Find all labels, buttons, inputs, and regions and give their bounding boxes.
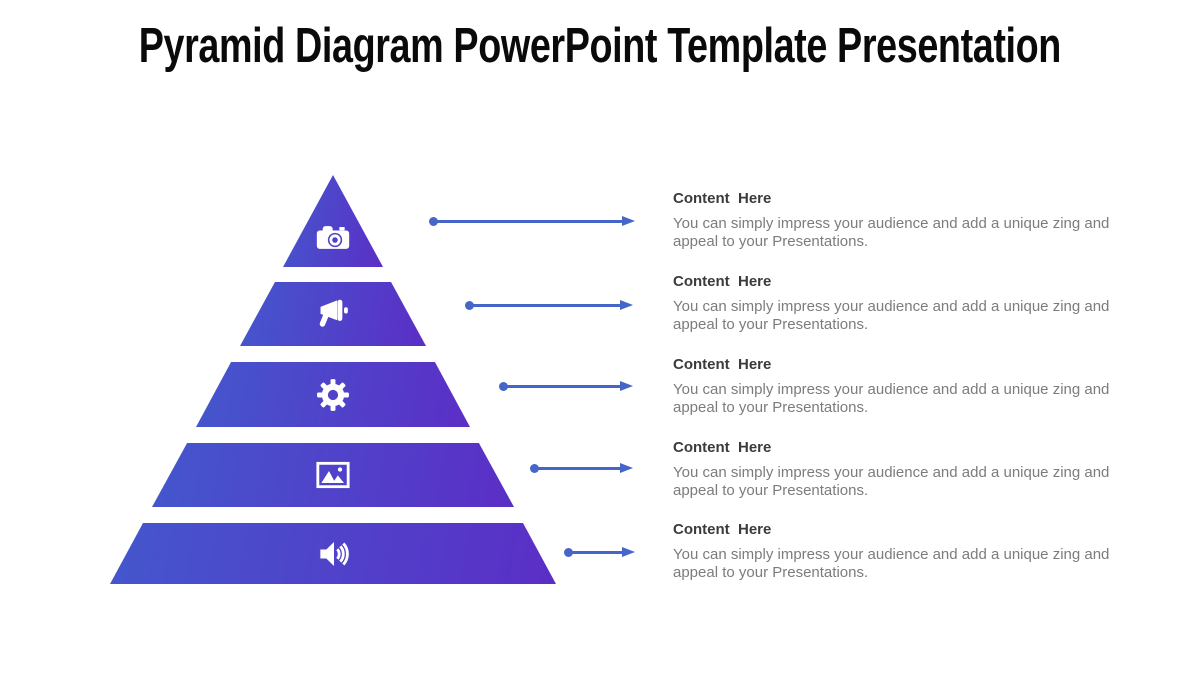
- pyramid-tier-1: [283, 175, 383, 267]
- gear-icon: [317, 378, 349, 411]
- content-body: You can simply impress your audience and…: [673, 546, 1110, 581]
- content-heading: Content Here: [673, 521, 772, 538]
- content-body: You can simply impress your audience and…: [673, 215, 1110, 250]
- arrow-dot-icon: [429, 216, 438, 226]
- arrow-dot-icon: [465, 300, 474, 310]
- connector-arrow-3: [499, 380, 633, 392]
- connector-arrow-2: [465, 299, 633, 311]
- content-block-1: Content Here You can simply impress your…: [673, 190, 1135, 250]
- camera-icon: [316, 226, 350, 249]
- connector-arrow-5: [564, 546, 635, 558]
- megaphone-icon: [319, 299, 348, 327]
- connector-arrow-4: [530, 462, 633, 474]
- arrow-line: [507, 384, 621, 388]
- connector-arrow-1: [429, 215, 635, 227]
- page-title-text: Pyramid Diagram PowerPoint Template Pres…: [138, 19, 1062, 73]
- arrow-dot-icon: [530, 463, 539, 473]
- content-body: You can simply impress your audience and…: [673, 464, 1110, 499]
- pyramid-tier-2: [240, 282, 426, 346]
- arrow-line: [572, 550, 623, 554]
- content-block-5: Content Here You can simply impress your…: [673, 521, 1135, 581]
- arrow-line: [538, 466, 621, 470]
- speaker-icon: [320, 541, 349, 566]
- image-icon: [316, 461, 350, 489]
- content-block-4: Content Here You can simply impress your…: [673, 439, 1135, 499]
- content-heading: Content Here: [673, 439, 772, 456]
- pyramid-tier-3: [196, 362, 470, 427]
- pyramid-tier-5: [110, 523, 556, 584]
- arrowhead-icon: [620, 381, 633, 391]
- content-heading: Content Here: [673, 190, 772, 207]
- content-body: You can simply impress your audience and…: [673, 381, 1110, 416]
- content-body: You can simply impress your audience and…: [673, 298, 1110, 333]
- content-block-3: Content Here You can simply impress your…: [673, 356, 1135, 416]
- pyramid-tier-4: [152, 443, 514, 507]
- content-block-2: Content Here You can simply impress your…: [673, 273, 1135, 333]
- arrow-line: [473, 303, 621, 307]
- arrow-line: [437, 219, 623, 223]
- arrowhead-icon: [622, 216, 635, 226]
- arrow-dot-icon: [499, 381, 508, 391]
- arrowhead-icon: [620, 463, 633, 473]
- arrowhead-icon: [620, 300, 633, 310]
- page-title: Pyramid Diagram PowerPoint Template Pres…: [0, 19, 1200, 73]
- content-heading: Content Here: [673, 273, 772, 290]
- arrow-dot-icon: [564, 547, 573, 557]
- content-heading: Content Here: [673, 356, 772, 373]
- arrowhead-icon: [622, 547, 635, 557]
